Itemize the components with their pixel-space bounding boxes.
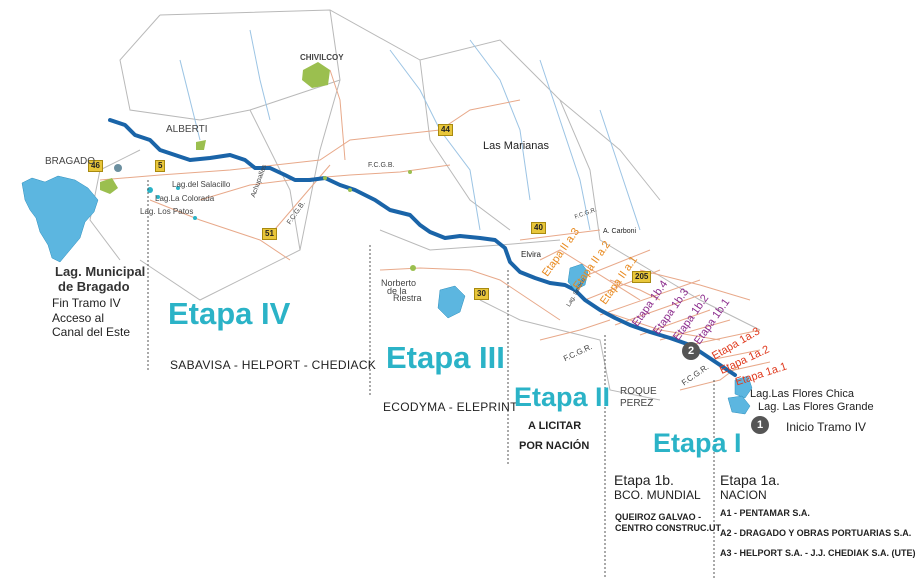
lake-grande-label: Lag. Las Flores Grande [758,401,874,413]
etapa-ii-companies-2: POR NACIÓN [519,440,590,452]
fin-tramo-line3: Canal del Este [52,325,131,339]
road-40: 40 [531,222,546,234]
town-bragado: BRAGADO [45,156,96,167]
etapa-1b-company-1: QUEIROZ GALVAO - [615,512,702,522]
etapa-ii-companies-1: A LICITAR [528,420,582,432]
label-salacillo: Lag.del Salacillo [172,180,231,189]
marker-1: 1 [751,416,769,434]
inicio-tramo-label: Inicio Tramo IV [786,420,867,434]
etapa-iv-companies: SABAVISA - HELPORT - CHEDIACK [170,358,377,372]
tributaries [179,29,641,231]
road-30: 30 [474,288,489,300]
etapa-1a-a1: A1 - PENTAMAR S.A. [720,508,810,518]
etapa-iii-companies: ECODYMA - ELEPRINT [383,400,518,414]
etapa-iv-title: Etapa IV [168,296,291,331]
lake-bragado-line2: de Bragado [58,279,130,294]
fin-tramo-line2: Acceso al [52,311,105,325]
etapa-i-title: Etapa I [653,428,742,458]
etapa-1a-sub: NACION [720,488,767,502]
fin-tramo-line1: Fin Tramo IV [52,296,121,310]
etapa-iii-title: Etapa III [386,340,505,375]
lake-chica-label: Lag.Las Flores Chica [750,388,854,400]
label-elvira: Elvira [521,250,542,259]
road-46: 46 [88,160,103,172]
label-de-la: de la [387,286,407,296]
district-boundaries [89,9,761,401]
label-roque: ROQUE [620,386,657,397]
town-alberti: ALBERTI [166,124,208,135]
etapa-1a-a3: A3 - HELPORT S.A. - J.J. CHEDIAK S.A. (U… [720,548,916,558]
stage-dividers [147,180,715,578]
label-norberto: Norberto [381,278,417,288]
marker-2: 2 [682,342,700,360]
town-las-marianas: Las Marianas [483,140,550,152]
label-colorada: Lag.La Colorada [155,194,215,203]
road-5: 5 [155,160,166,172]
label-carboni: A. Carboni [603,228,637,235]
road-205: 205 [632,271,652,283]
etapa-1b-sub: BCO. MUNDIAL [614,488,701,502]
label-patos: Lag. Los Patos [140,207,194,216]
label-riestra: Riestra [393,293,422,303]
etapa-1b-company-2: CENTRO CONSTRUC.UT [615,523,721,533]
lake-bragado-line1: Lag. Municipal [55,264,146,279]
town-chivilcoy: CHIVILCOY [300,53,344,62]
label-fcgb-1: F.C.G.B. [368,162,395,169]
etapa-1b-head: Etapa 1b. [614,472,674,488]
etapa-1a-head: Etapa 1a. [720,472,780,488]
main-canal [108,118,737,377]
towns-blobs [100,62,416,271]
etapa-ii-title: Etapa II [514,382,611,412]
etapa-1a-a2: A2 - DRAGADO Y OBRAS PORTUARIAS S.A. [720,528,912,538]
road-51: 51 [262,228,277,240]
segment-ticks [539,249,771,373]
label-perez: PEREZ [620,398,654,409]
road-44: 44 [438,124,453,136]
lakes [21,175,753,415]
